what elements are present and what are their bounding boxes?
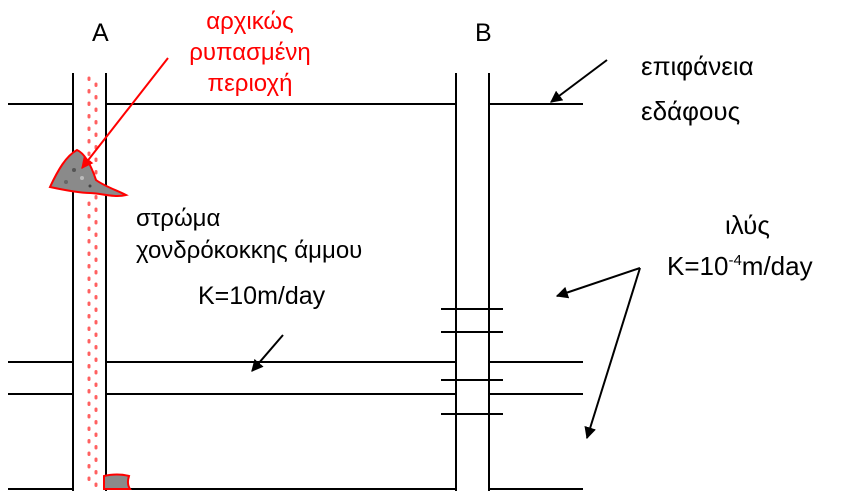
sand-layer-label-line-2: χονδρόκοκκης άμμου [136,237,363,264]
well-b-screen-marks [441,308,503,415]
surface-label-line-1: επιφάνεια [641,51,754,81]
contamination-label-line-3: περιοχή [207,70,293,97]
surface-label: επιφάνεια εδάφους [641,44,754,134]
sand-layer-k: K=10m/day [198,282,326,310]
silt-k-exponent: -4 [728,252,742,269]
contamination-blob-top [48,148,129,197]
silt-k-suffix: m/day [741,251,813,281]
well-b-label: B [475,19,492,47]
well-a [72,73,107,491]
contamination-label-line-2: ρυπασμένη [189,39,311,66]
sand-layer-label-line-1: στρώμα [136,205,221,232]
silt-k-prefix: K=10 [667,251,729,281]
surface-arrow [550,59,608,103]
contamination-label-line-1: αρχικώς [206,8,294,35]
contamination-arrow [81,57,169,169]
contamination-blob-bottom [103,473,132,490]
contamination-label: αρχικώς ρυπασμένη περιοχή [170,6,330,99]
well-a-label: A [92,19,109,47]
silt-arrow-lower [584,267,641,440]
silt-k: K=10-4m/day [667,251,813,282]
silt-label: ιλύς [725,210,770,240]
silt-arrow-upper [555,267,641,299]
well-b [455,73,490,491]
sand-layer-label: στρώμα χονδρόκοκκης άμμου [136,203,362,267]
sand-layer-arrow [251,334,284,372]
surface-label-line-2: εδάφους [641,96,741,126]
